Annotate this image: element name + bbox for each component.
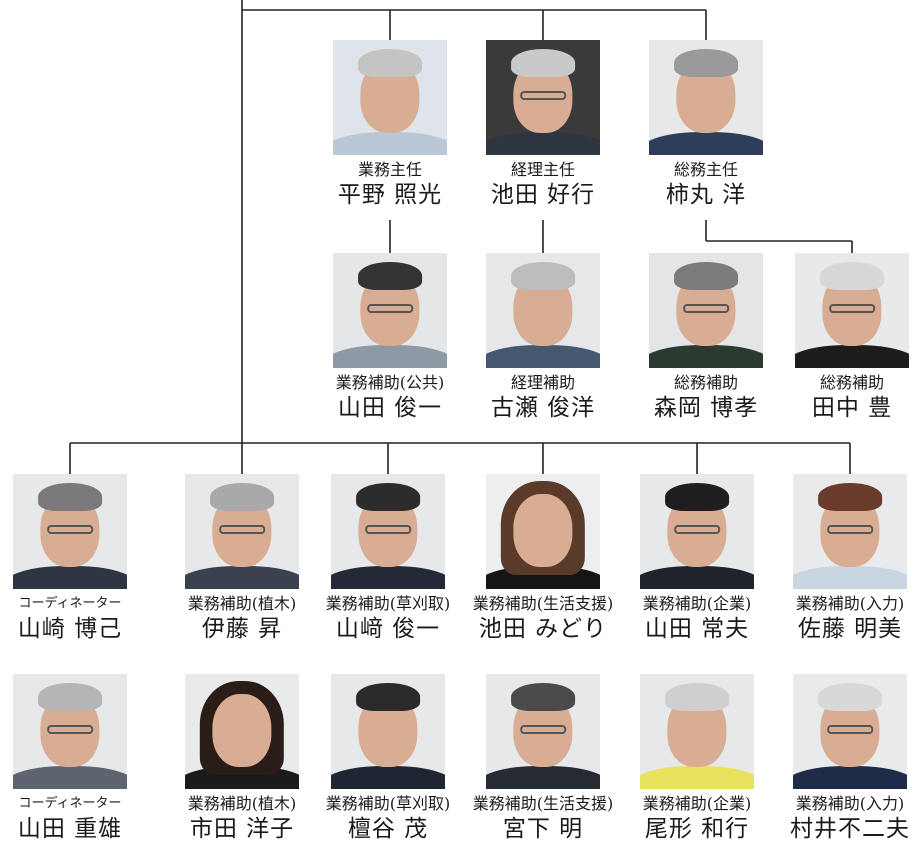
- member-card: 総務補助森岡 博孝: [631, 253, 781, 422]
- member-name: 平野 照光: [337, 182, 443, 208]
- member-name: 檀谷 茂: [347, 816, 429, 842]
- member-role: 業務補助(公共): [335, 373, 445, 392]
- member-photo: [649, 40, 763, 155]
- member-name: 池田 みどり: [478, 616, 608, 642]
- member-role: 総務主任: [673, 160, 738, 179]
- member-card: 業務補助(企業) 山田 常夫: [622, 474, 772, 643]
- member-photo: [333, 40, 447, 155]
- member-photo: [185, 674, 299, 789]
- member-name: 佐藤 明美: [797, 616, 903, 642]
- member-card: 経理補助古瀬 俊洋: [468, 253, 618, 422]
- member-role: 経理主任: [510, 160, 575, 179]
- member-photo: [486, 474, 600, 589]
- member-photo: [331, 674, 445, 789]
- member-card: 業務補助(生活支援) 池田 みどり: [468, 474, 618, 643]
- member-name: 池田 好行: [490, 182, 596, 208]
- member-role: 業務補助(生活支援): [472, 794, 614, 813]
- member-name: 山田 常夫: [644, 616, 750, 642]
- member-photo: [793, 674, 907, 789]
- member-name: 山田 俊一: [337, 395, 443, 421]
- member-name: 市田 洋子: [189, 816, 295, 842]
- member-card: 業務補助(入力) 佐藤 明美: [775, 474, 923, 643]
- member-photo: [640, 474, 754, 589]
- member-role: 総務補助: [819, 373, 884, 392]
- member-role: コーディネーター: [18, 796, 122, 811]
- member-card: 業務補助(植木) 伊藤 昇: [167, 474, 317, 643]
- member-card: 業務補助(生活支援) 宮下 明: [468, 674, 618, 843]
- member-name: 柿丸 洋: [665, 182, 747, 208]
- member-name: 田中 豊: [811, 395, 893, 421]
- member-card: 業務補助(草刈取) 山﨑 俊一: [313, 474, 463, 643]
- member-role: 業務補助(植木): [187, 794, 297, 813]
- member-card: 業務補助(植木) 市田 洋子: [167, 674, 317, 843]
- member-role: 業務補助(企業): [642, 594, 752, 613]
- member-card: コーディネーター山崎 博己: [0, 474, 145, 643]
- member-name: 伊藤 昇: [201, 616, 283, 642]
- member-name: 山崎 博己: [17, 616, 123, 642]
- member-role: 経理補助: [510, 373, 575, 392]
- member-photo: [793, 474, 907, 589]
- member-role: 業務主任: [357, 160, 422, 179]
- member-name: 山﨑 俊一: [335, 616, 441, 642]
- member-card: 業務主任平野 照光: [315, 40, 465, 209]
- member-role: 業務補助(生活支援): [472, 594, 614, 613]
- member-photo: [486, 674, 600, 789]
- member-card: コーディネーター山田 重雄: [0, 674, 145, 843]
- member-card: 業務補助(企業) 尾形 和行: [622, 674, 772, 843]
- member-role: 業務補助(入力): [795, 794, 905, 813]
- member-name: 古瀬 俊洋: [490, 395, 596, 421]
- member-card: 経理主任池田 好行: [468, 40, 618, 209]
- member-photo: [486, 253, 600, 368]
- member-photo: [649, 253, 763, 368]
- member-card: 総務補助田中 豊: [777, 253, 923, 422]
- member-role: 業務補助(企業): [642, 794, 752, 813]
- member-role: 総務補助: [673, 373, 738, 392]
- member-photo: [333, 253, 447, 368]
- member-role: 業務補助(草刈取): [325, 594, 451, 613]
- member-photo: [185, 474, 299, 589]
- member-role: 業務補助(入力): [795, 594, 905, 613]
- member-card: 総務主任柿丸 洋: [631, 40, 781, 209]
- member-card: 業務補助(公共) 山田 俊一: [315, 253, 465, 422]
- member-name: 村井不二夫: [790, 816, 910, 842]
- member-card: 業務補助(入力) 村井不二夫: [775, 674, 923, 843]
- member-photo: [486, 40, 600, 155]
- member-card: 業務補助(草刈取) 檀谷 茂: [313, 674, 463, 843]
- member-role: 業務補助(植木): [187, 594, 297, 613]
- member-name: 山田 重雄: [17, 816, 123, 842]
- member-photo: [13, 474, 127, 589]
- member-name: 尾形 和行: [644, 816, 750, 842]
- member-name: 宮下 明: [502, 816, 584, 842]
- member-role: コーディネーター: [18, 596, 122, 611]
- member-photo: [795, 253, 909, 368]
- member-role: 業務補助(草刈取): [325, 794, 451, 813]
- member-photo: [331, 474, 445, 589]
- member-photo: [13, 674, 127, 789]
- member-photo: [640, 674, 754, 789]
- member-name: 森岡 博孝: [653, 395, 759, 421]
